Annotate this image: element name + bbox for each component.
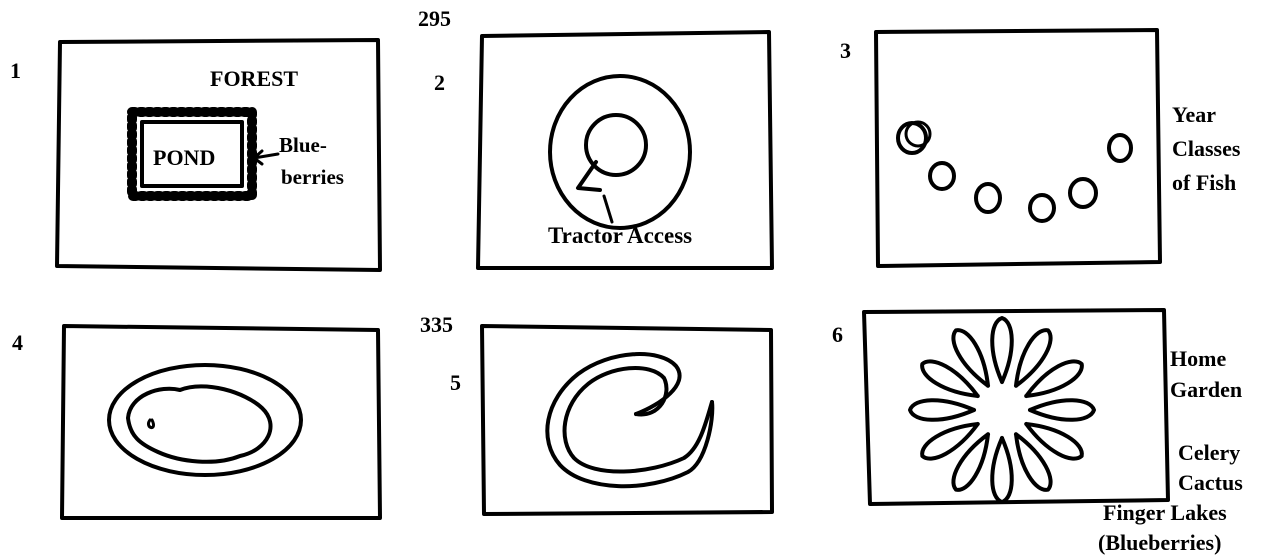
year-label: Year: [1172, 102, 1216, 127]
outer-pond-edge: [107, 363, 303, 477]
fish-year-class-6: [1107, 133, 1133, 163]
fish-year-class-3: [974, 182, 1002, 214]
panel-5: 335 5: [420, 312, 774, 516]
spiral-pond-outer: [545, 352, 715, 489]
panel-number: 6: [832, 322, 843, 347]
pond-outline: [140, 120, 244, 188]
garden-label: Garden: [1170, 377, 1242, 402]
pond-inlet: [147, 418, 155, 429]
panel-1: 1 FOREST POND Blue- berries: [10, 38, 382, 272]
cactus-label: Cactus: [1178, 470, 1243, 495]
irregular-pond: [126, 384, 273, 464]
petal: [1028, 398, 1096, 422]
inner-pond: [584, 113, 648, 177]
petal: [990, 436, 1014, 504]
panel-frame: [476, 30, 774, 270]
petal: [920, 422, 980, 461]
panel-4: 4: [12, 324, 382, 520]
petal: [951, 328, 990, 388]
blueberries-label-1: Blue-: [279, 133, 327, 157]
celery-label: Celery: [1178, 440, 1240, 465]
panel-frame: [55, 38, 382, 272]
fish-year-class-4: [1028, 193, 1056, 223]
top-number-295: 295: [418, 6, 451, 31]
panel-number: 5: [450, 370, 461, 395]
home-label: Home: [1170, 346, 1226, 371]
petal: [920, 359, 980, 398]
fish-year-class-5: [1068, 177, 1098, 209]
panel-number: 4: [12, 330, 23, 355]
panel-frame: [862, 308, 1170, 506]
panel-2: 295 2 Tractor Access: [418, 6, 774, 270]
fish-year-class-2: [928, 161, 956, 191]
petal: [1014, 432, 1053, 492]
of-fish-label: of Fish: [1172, 170, 1236, 195]
blueberries-label-2: berries: [281, 165, 344, 189]
spiral-pond-inner: [562, 366, 714, 474]
petal: [1024, 422, 1084, 461]
petal: [951, 432, 990, 492]
blueberries-label: (Blueberries): [1098, 530, 1221, 555]
panel-frame: [874, 28, 1162, 268]
finger-lakes-label: Finger Lakes: [1103, 500, 1227, 525]
panel-number: 3: [840, 38, 851, 63]
tractor-access-label: Tractor Access: [548, 223, 692, 248]
petal: [1014, 328, 1053, 388]
pond-label: POND: [153, 145, 215, 170]
panel-number: 1: [10, 58, 21, 83]
flower-garden-pond: [908, 316, 1096, 504]
blueberries-arrow: [252, 149, 280, 166]
blueberry-hatch: [127, 107, 257, 201]
panel-number: 2: [434, 70, 445, 95]
petal: [1024, 359, 1084, 398]
panel-6: 6 Home Garden Celery Cactus Finger Lakes…: [832, 308, 1243, 555]
petal: [990, 316, 1014, 384]
forest-label: FOREST: [210, 66, 298, 91]
top-number-335: 335: [420, 312, 453, 337]
tractor-pointer: [602, 194, 614, 224]
petal: [908, 398, 976, 422]
fish-year-class-1: [896, 121, 928, 155]
outer-ring: [548, 74, 692, 230]
tractor-access-ramp: [576, 160, 602, 192]
classes-label: Classes: [1172, 136, 1241, 161]
panel-frame: [60, 324, 382, 520]
panel-3: 3 Year Classes of Fish: [840, 28, 1241, 268]
fish-year-class-1b: [904, 120, 932, 148]
panel-frame: [480, 324, 774, 516]
